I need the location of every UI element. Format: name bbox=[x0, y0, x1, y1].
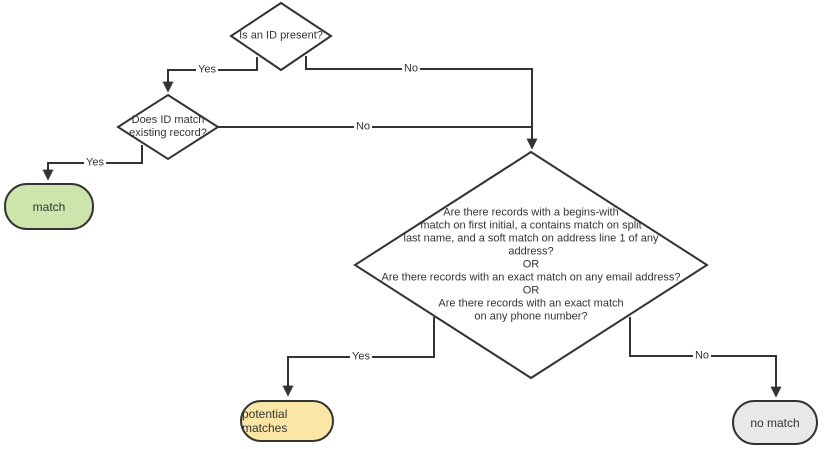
terminal-no-match-label: no match bbox=[750, 415, 800, 430]
decision-id-present-label: Is an ID present? bbox=[239, 29, 323, 42]
decision-fuzzy-match-shape bbox=[353, 150, 709, 380]
decision-id-match-shape bbox=[116, 93, 220, 161]
terminal-match: match bbox=[4, 183, 94, 230]
edge-label-fuzzy-no: No bbox=[692, 349, 712, 363]
terminal-match-label: match bbox=[32, 199, 66, 214]
terminal-potential-matches: potential matches bbox=[240, 400, 334, 442]
terminal-potential-matches-label: potential matches bbox=[242, 407, 288, 435]
decision-fuzzy-match-label: Are there records with a begins-with mat… bbox=[381, 206, 681, 323]
decision-id-present-shape bbox=[229, 1, 333, 72]
edge-label-id-present-yes: Yes bbox=[196, 63, 218, 77]
edge-label-fuzzy-yes: Yes bbox=[350, 350, 372, 364]
edge-label-id-match-no: No bbox=[353, 120, 373, 134]
terminal-no-match: no match bbox=[732, 400, 818, 445]
edge-label-id-present-no: No bbox=[401, 62, 421, 76]
decision-id-match-label: Does ID match existing record? bbox=[129, 114, 207, 139]
edge-label-id-match-yes: Yes bbox=[84, 156, 106, 170]
